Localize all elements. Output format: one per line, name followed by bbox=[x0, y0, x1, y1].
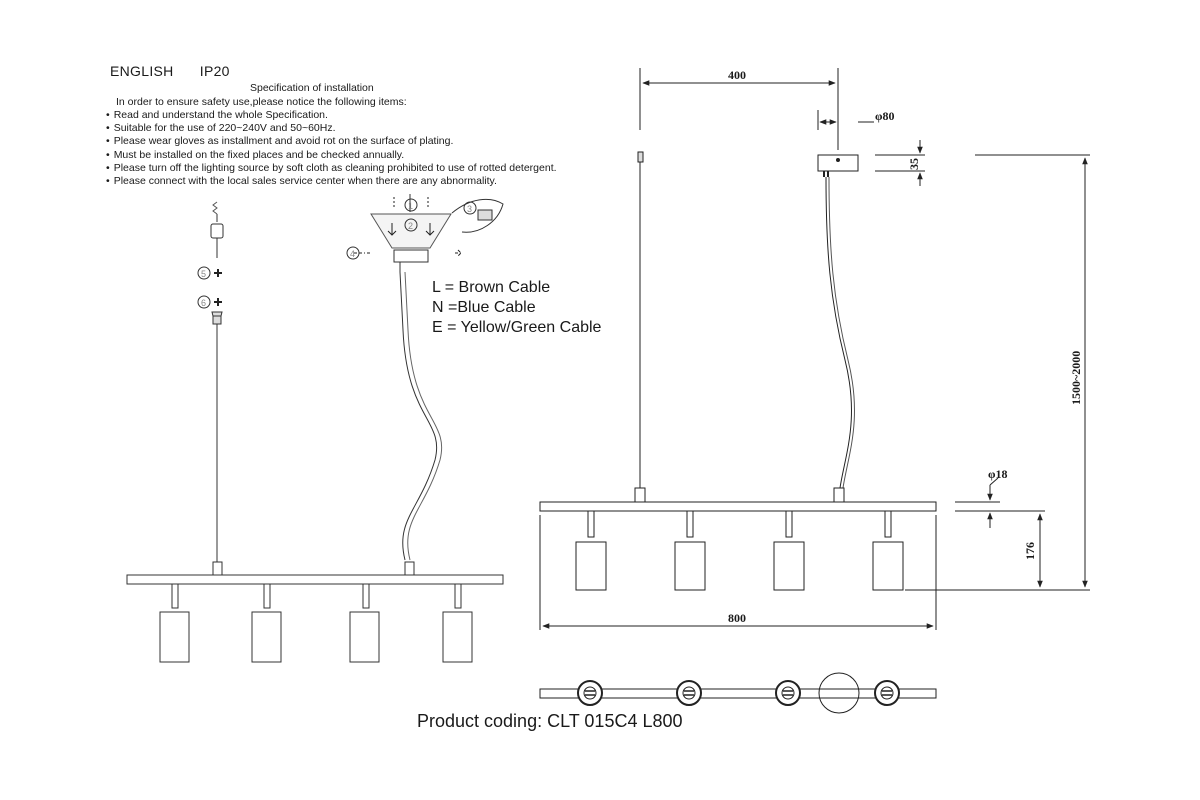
spec-intro: In order to ensure safety use,please not… bbox=[116, 96, 407, 108]
left-bar bbox=[126, 574, 504, 585]
ip-rating: IP20 bbox=[199, 63, 230, 79]
spec-title: Specification of installation bbox=[250, 82, 374, 94]
left-spotlight-1 bbox=[159, 583, 190, 663]
step-3-label: 3 bbox=[467, 204, 472, 214]
dimension-canopy-height-label: 35 bbox=[907, 158, 921, 170]
step-1-label: 1 bbox=[408, 201, 413, 211]
step-6-label: 6 bbox=[201, 298, 206, 308]
top-view-spot-3 bbox=[775, 680, 801, 706]
header: ENGLISH IP20 bbox=[110, 63, 230, 79]
spec-item: Must be installed on the fixed places an… bbox=[106, 149, 557, 162]
dimension-400-label: 400 bbox=[728, 68, 746, 82]
dimension-shade-height-label: 176 bbox=[1023, 542, 1037, 560]
top-view-spot-2 bbox=[676, 680, 702, 706]
right-power-cable bbox=[825, 176, 852, 489]
spec-item: Please wear gloves as installment and av… bbox=[106, 135, 557, 148]
installation-drawing: 5 6 1 2 3 4 bbox=[126, 194, 504, 663]
bar bbox=[539, 501, 937, 512]
top-view-spot-1 bbox=[577, 680, 603, 706]
left-spotlight-2 bbox=[251, 583, 282, 663]
top-view-spot-4 bbox=[874, 680, 900, 706]
spotlight-1 bbox=[575, 510, 607, 591]
dimension-bar-diameter-label: φ18 bbox=[988, 467, 1008, 481]
step-4-label: 4 bbox=[350, 249, 355, 259]
canopy bbox=[817, 154, 859, 172]
dimension-drop-label: 1500~2000 bbox=[1069, 351, 1083, 405]
left-spotlight-4 bbox=[442, 583, 473, 663]
top-view-bar bbox=[539, 688, 937, 699]
power-cable bbox=[399, 271, 438, 561]
dimension-drawing bbox=[539, 68, 1090, 714]
product-coding: Product coding: CLT 015C4 L800 bbox=[417, 711, 683, 731]
canopy-exploded-view bbox=[346, 194, 504, 272]
spotlight-4 bbox=[872, 510, 904, 591]
legend-brown-cable: L = Brown Cable bbox=[432, 279, 551, 296]
dimension-length-label: 800 bbox=[728, 611, 746, 625]
spec-item: Read and understand the whole Specificat… bbox=[106, 109, 557, 122]
spotlight-2 bbox=[674, 510, 706, 591]
top-view-canopy bbox=[818, 672, 860, 714]
spec-list: Read and understand the whole Specificat… bbox=[106, 109, 557, 188]
cable-legend: L = Brown Cable N =Blue Cable E = Yellow… bbox=[432, 278, 601, 338]
legend-yellow-green-cable: E = Yellow/Green Cable bbox=[432, 319, 602, 336]
dimension-canopy-diameter-label: φ80 bbox=[875, 109, 895, 123]
language-label: ENGLISH bbox=[110, 63, 174, 79]
spec-item: Suitable for the use of 220~240V and 50~… bbox=[106, 122, 557, 135]
step-5-label: 5 bbox=[201, 269, 206, 279]
spec-item: Please connect with the local sales serv… bbox=[106, 175, 557, 188]
legend-blue-cable: N =Blue Cable bbox=[432, 299, 536, 316]
step-5-marker bbox=[197, 266, 211, 280]
left-suspension bbox=[197, 201, 224, 564]
spec-item: Please turn off the lighting source by s… bbox=[106, 162, 557, 175]
step-2-label: 2 bbox=[408, 221, 413, 231]
step-6-marker bbox=[197, 295, 211, 309]
left-spotlight-3 bbox=[349, 583, 380, 663]
spotlight-3 bbox=[773, 510, 805, 591]
